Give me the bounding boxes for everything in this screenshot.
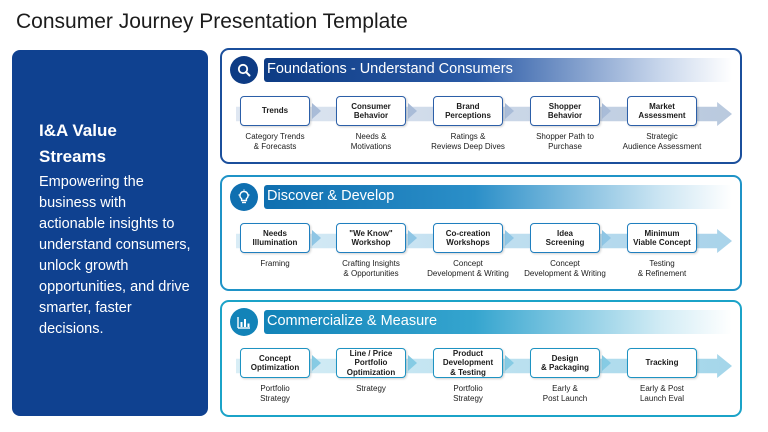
step-description: Framing [260, 259, 290, 268]
step-description: Strategy [356, 384, 386, 393]
step-description: Crafting Insights& Opportunities [342, 259, 400, 278]
step-description: Testing& Refinement [637, 259, 687, 278]
chevron-right-icon [505, 230, 514, 246]
bar-chart-icon [230, 308, 258, 336]
panel-heading: I&A Value Streams [39, 121, 117, 166]
chevron-right-icon [602, 103, 611, 119]
chevron-right-icon [505, 355, 514, 371]
lightbulb-icon [230, 183, 258, 211]
chevron-right-icon [602, 355, 611, 371]
chevron-right-icon [505, 103, 514, 119]
section-banner: Commercialize & Measure [264, 310, 732, 334]
chevron-right-icon [312, 103, 321, 119]
section-title: Foundations - Understand Consumers [267, 61, 513, 77]
step-box: Tracking [627, 348, 697, 378]
chevron-right-icon [312, 230, 321, 246]
page-title: Consumer Journey Presentation Template [16, 10, 408, 33]
step-box: Trends [240, 96, 310, 126]
step-description: Early &Post Launch [542, 384, 588, 403]
step-description: Category Trends& Forecasts [245, 132, 305, 151]
panel-description: Empowering the business with actionable … [39, 174, 191, 337]
step-description: Needs &Motivations [350, 132, 392, 151]
step-description: Ratings &Reviews Deep Dives [431, 132, 505, 151]
step-box: Design& Packaging [530, 348, 600, 378]
chevron-right-icon [408, 103, 417, 119]
section-banner: Foundations - Understand Consumers [264, 58, 732, 82]
chevron-right-icon [408, 355, 417, 371]
chevron-right-icon [312, 355, 321, 371]
chevron-right-icon [408, 230, 417, 246]
section-banner: Discover & Develop [264, 185, 732, 209]
section-foundations: Foundations - Understand Consumers Trend… [220, 48, 742, 164]
step-box: "We Know"Workshop [336, 223, 406, 253]
chevron-right-icon [602, 230, 611, 246]
search-icon [230, 56, 258, 84]
section-title: Discover & Develop [267, 188, 395, 204]
section-title: Commercialize & Measure [267, 313, 438, 329]
value-streams-panel: I&A Value Streams Empowering the busines… [12, 50, 208, 416]
